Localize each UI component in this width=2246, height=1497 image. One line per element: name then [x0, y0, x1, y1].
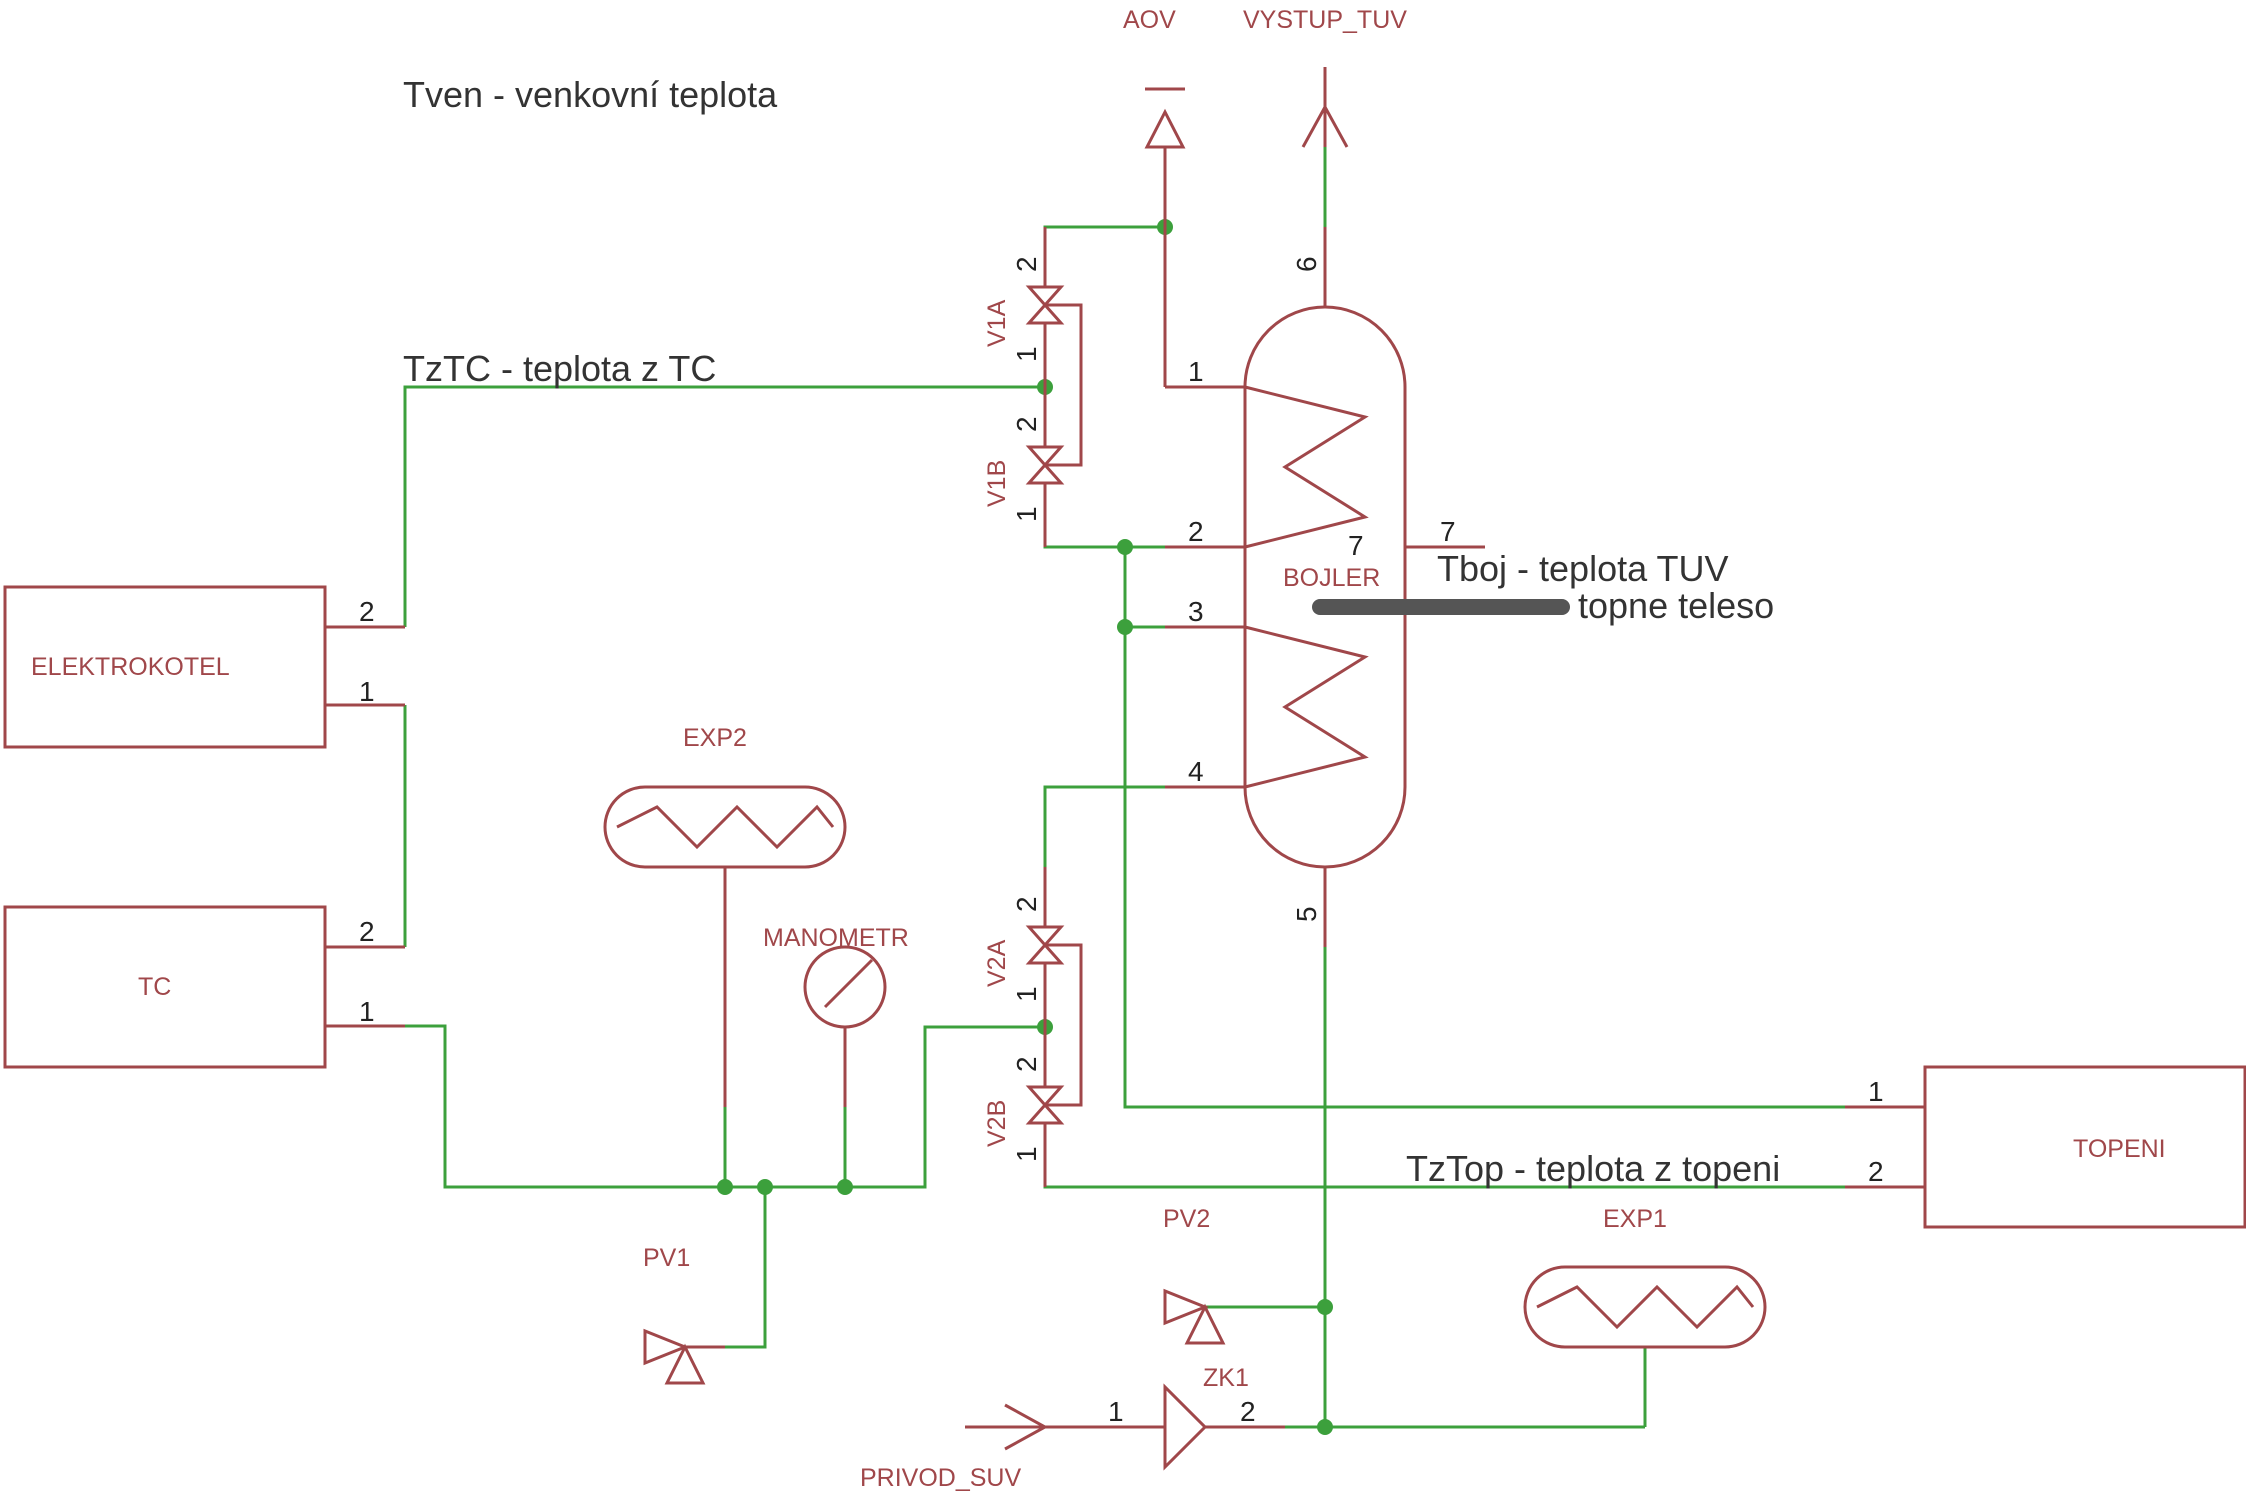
exp1-vessel[interactable] — [1523, 1265, 1767, 1349]
tc-box[interactable] — [3, 905, 327, 1069]
pv1-valve-icon[interactable] — [643, 1328, 690, 1366]
note-tztop: TzTop - teplota z topeni — [1406, 1148, 1780, 1189]
pin-check-1: 1 — [1108, 1396, 1124, 1427]
junction-exp2 — [717, 1179, 733, 1195]
pin-bojler-6: 6 — [1291, 256, 1322, 272]
privod-arrow-icon[interactable] — [1004, 1403, 1049, 1451]
pin-topeni-2: 2 — [1868, 1156, 1884, 1187]
pin-bojler-5: 5 — [1291, 906, 1322, 922]
bojler-tank[interactable] — [1243, 305, 1407, 869]
note-tven: Tven - venkovní teplota — [403, 74, 778, 115]
pin-bojler-1: 1 — [1188, 356, 1204, 387]
pin-numbers: 2 1 2 1 1 2 1 2 3 4 7 7 6 5 2 1 2 1 2 1 … — [359, 256, 1884, 1427]
note-tztc: TzTC - teplota z TC — [403, 348, 716, 389]
pin-v2a-2: 2 — [1011, 896, 1042, 912]
pin-tc-1: 1 — [359, 996, 375, 1027]
pv1-valve-base — [664, 1343, 706, 1385]
manometr-needle — [823, 958, 874, 1009]
junction-manometr — [837, 1179, 853, 1195]
component-names: AOV VYSTUP_TUV V1A V1B V2A V2B BOJLER EL… — [31, 6, 2166, 1492]
elektrokotel-box[interactable] — [3, 585, 327, 749]
junctions — [717, 219, 1333, 1435]
label-bojler: BOJLER — [1283, 564, 1380, 592]
topeni-box[interactable] — [1923, 1065, 2246, 1229]
wires — [403, 147, 1845, 1429]
pin-bojler-2: 2 — [1188, 516, 1204, 547]
label-v1b: V1B — [983, 460, 1011, 507]
pin-elektrokotel-1: 1 — [359, 676, 375, 707]
wire-pv1 — [725, 1187, 767, 1349]
pin-v1a-2: 2 — [1011, 256, 1042, 272]
exp2-vessel[interactable] — [603, 785, 847, 869]
junction-zk1 — [1317, 1299, 1333, 1315]
pin-topeni-1: 1 — [1868, 1076, 1884, 1107]
check-valve-icon[interactable] — [1163, 1383, 1208, 1471]
pin-v1b-1: 1 — [1011, 506, 1042, 522]
bojler-coil-top — [1244, 385, 1369, 549]
note-tboj: Tboj - teplota TUV — [1437, 548, 1728, 589]
junction-pv1 — [757, 1179, 773, 1195]
wire-topeni-supply — [1123, 547, 1845, 1109]
label-v1a: V1A — [983, 299, 1011, 347]
v1-link — [1045, 303, 1083, 467]
wire-v1a-aov — [1043, 225, 1165, 267]
label-privod-suv: PRIVOD_SUV — [860, 1464, 1021, 1492]
junction-pin2 — [1117, 539, 1133, 555]
pin-bojler-7-inner: 7 — [1348, 530, 1364, 561]
symbols — [3, 67, 2246, 1471]
pin-v2b-1: 1 — [1011, 1146, 1042, 1162]
label-exp1: EXP1 — [1603, 1205, 1667, 1233]
label-v2a: V2A — [983, 939, 1011, 987]
label-pv1: PV1 — [643, 1244, 690, 1272]
pin-elektrokotel-2: 2 — [359, 596, 375, 627]
label-topeni: TOPENI — [2073, 1135, 2166, 1163]
notes: Tven - venkovní teplota TzTC - teplota z… — [403, 74, 1780, 1189]
pin-check-2: 2 — [1240, 1396, 1256, 1427]
exp1-coil — [1536, 1284, 1755, 1330]
junction-pin3 — [1117, 619, 1133, 635]
wire-v1b-bojler — [1043, 507, 1165, 549]
pin-tc-2: 2 — [359, 916, 375, 947]
exp2-coil — [616, 804, 835, 850]
pin-v2b-2: 2 — [1011, 1056, 1042, 1072]
label-manometr: MANOMETR — [763, 924, 909, 952]
note-topne-teleso: topne teleso — [1578, 585, 1774, 626]
wire-tc-return — [405, 1024, 1045, 1189]
pin-bojler-3: 3 — [1188, 596, 1204, 627]
wire-tztc — [403, 385, 1045, 627]
label-vystup-tuv: VYSTUP_TUV — [1243, 6, 1407, 34]
label-pv2: PV2 — [1163, 1205, 1210, 1233]
label-exp2: EXP2 — [683, 724, 747, 752]
label-elektrokotel: ELEKTROKOTEL — [31, 653, 230, 681]
pin-bojler-4: 4 — [1188, 756, 1204, 787]
label-v2b: V2B — [983, 1100, 1011, 1147]
label-tc: TC — [138, 973, 171, 1001]
zk1-valve-base — [1184, 1303, 1226, 1345]
label-zk1: ZK1 — [1203, 1364, 1249, 1392]
aov-triangle[interactable] — [1144, 108, 1186, 149]
zk1-valve-icon[interactable] — [1163, 1288, 1210, 1326]
pin-v2a-1: 1 — [1011, 986, 1042, 1002]
label-aov: AOV — [1123, 6, 1176, 34]
pin-v1a-1: 1 — [1011, 346, 1042, 362]
pin-bojler-7: 7 — [1440, 516, 1456, 547]
bojler-coil-bottom — [1244, 625, 1369, 789]
wire-pin4-v2a — [1043, 785, 1165, 867]
pin-v1b-2: 2 — [1011, 416, 1042, 432]
v2-link — [1045, 943, 1083, 1107]
junction-privod — [1317, 1419, 1333, 1435]
